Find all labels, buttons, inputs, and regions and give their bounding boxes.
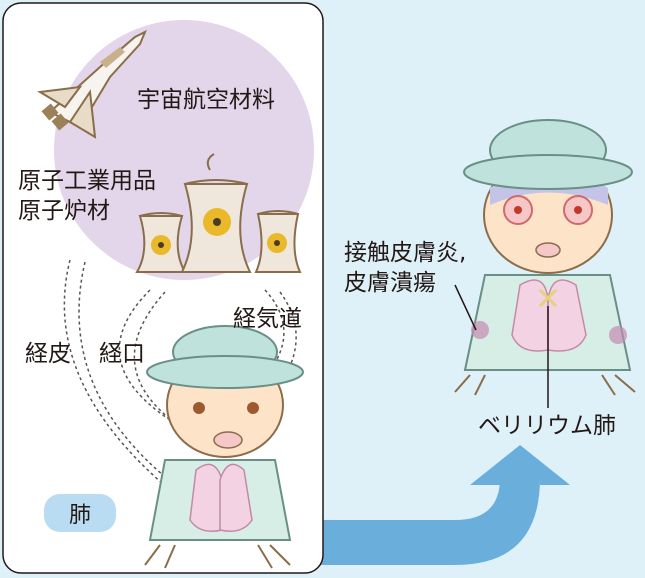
callout-lines <box>454 284 549 408</box>
dermatitis-label: 接触皮膚炎, <box>344 240 467 266</box>
radiation-icon <box>151 208 287 255</box>
aerospace-label: 宇宙航空材料 <box>137 87 275 113</box>
lung-label: 肺 <box>44 494 116 532</box>
skin-ulcer-label: 皮膚潰瘍 <box>344 270 436 296</box>
nuclear-industry-label: 原子工業用品 <box>18 168 156 194</box>
inhalation-route-label: 経気道 <box>233 306 302 332</box>
worker-figure <box>144 325 304 569</box>
exposure-path-lines <box>63 259 297 491</box>
dermal-route-label: 経皮 <box>25 341 71 367</box>
beryllium-lung-label: ベリリウム肺 <box>478 413 616 439</box>
space-shuttle-icon <box>37 29 147 139</box>
oral-route-label: 経口 <box>99 341 145 367</box>
reactor-material-label: 原子炉材 <box>18 198 110 224</box>
industry-circle <box>54 20 314 280</box>
progression-arrow <box>300 445 570 565</box>
